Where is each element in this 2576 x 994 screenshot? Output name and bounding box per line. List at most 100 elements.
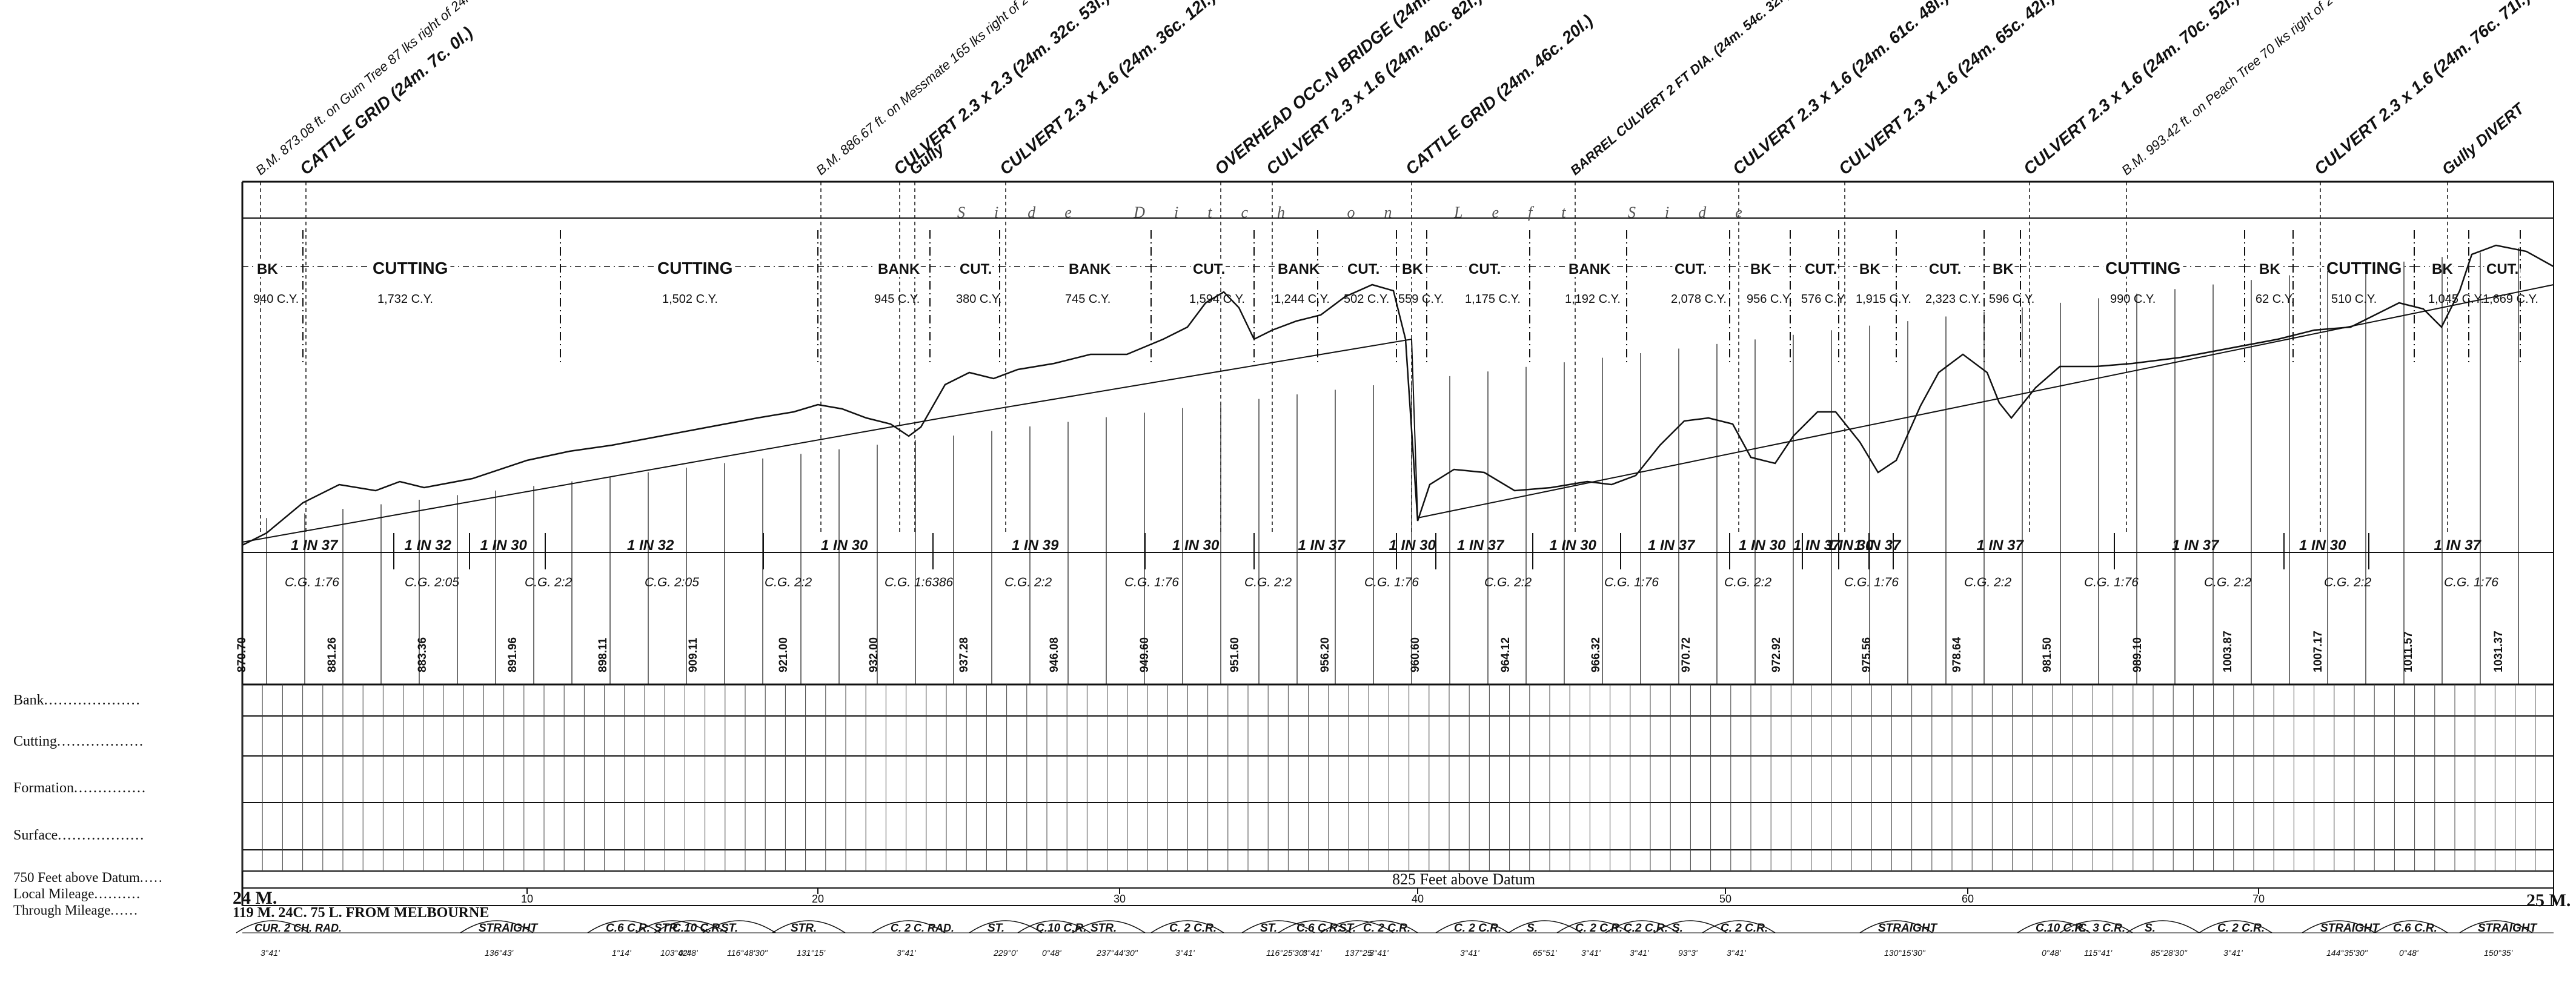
curve-label: S. (1672, 922, 1683, 935)
angle-label: 150°35' (2484, 948, 2514, 958)
curve-arc (2199, 920, 2272, 933)
grade-label: 1 IN 30 (480, 537, 528, 554)
earthwork-type: BANK (1569, 261, 1611, 277)
angle-label: 93°3' (1678, 948, 1698, 958)
local-mileage-number: 20 (812, 893, 824, 905)
compensated-grade: C.G. 2:05 (645, 575, 699, 589)
earthwork-type-bg: BANK (1069, 261, 1111, 277)
curve-arc (2126, 920, 2200, 933)
curve-label: S. (2145, 922, 2156, 935)
curve-label: C. 2 C.R. (1169, 922, 1217, 935)
feature-label: CATTLE GRID (24m. 7c. 0l.) (296, 23, 476, 178)
row-label-cutting: Cutting.................. (13, 734, 145, 749)
grade-label: 1 IN 37 (1854, 537, 1902, 554)
earthwork-type: BANK (1278, 261, 1320, 277)
curve-label: ST. (721, 922, 738, 935)
compensated-grade: C.G. 1:76 (1844, 575, 1899, 589)
compensated-grade: C.G. 2:05 (405, 575, 459, 589)
curve-arc (702, 920, 776, 933)
angle-label: 85°28'30" (2151, 948, 2188, 958)
angle-label: 3°41' (1727, 948, 1747, 958)
curve-arc (1859, 920, 1933, 933)
curve-arc (772, 920, 846, 933)
compensated-grade: C.G. 1:76 (1604, 575, 1659, 589)
earthwork-volume: 745 C.Y. (1065, 293, 1110, 306)
compensated-grade: C.G. 2:2 (1484, 575, 1532, 589)
feature-label: Gully DIVERT (2438, 99, 2529, 179)
earthwork-type: BANK (878, 261, 920, 277)
compensated-grade: C.G. 1:76 (1364, 575, 1419, 589)
formation-level: 989.10 (2131, 637, 2144, 672)
earthwork-type-bg: BK (2259, 261, 2280, 277)
earthwork-volume: 1,244 C.Y. (1274, 293, 1330, 306)
curve-label: STRAIGHT (2320, 922, 2380, 935)
formation-level: 883.36 (416, 637, 429, 672)
end-mile-label: 25 M. (2526, 890, 2571, 910)
curve-arc (1556, 920, 1630, 933)
curve-arc (1150, 920, 1224, 933)
grade-label: 1 IN 30 (2299, 537, 2346, 554)
earthwork-type-bg: BK (1402, 261, 1423, 277)
earthwork-type: CUT. (1929, 261, 1961, 277)
compensated-grade: C.G. 2:2 (2204, 575, 2252, 589)
grade-label: 1 IN 37 (1977, 537, 2025, 554)
formation-level: 975.56 (1861, 637, 1873, 672)
curve-arc (1344, 920, 1418, 933)
earthwork-volume: 1,502 C.Y. (662, 293, 718, 306)
earthwork-type: CUTTING (373, 259, 448, 277)
earthwork-volume: 510 C.Y. (2331, 293, 2377, 306)
formation-level: 909.11 (687, 638, 700, 672)
feature-label: B.M. 886.67 ft. on Messmate 165 lks righ… (813, 0, 1089, 178)
earthwork-type: CUTTING (657, 259, 732, 277)
compensated-grade: C.G. 1:76 (285, 575, 339, 589)
curve-arc (2017, 920, 2091, 933)
earthwork-type-bg: BK (2432, 261, 2453, 277)
curve-label: CUR. 2 CH. RAD. (254, 922, 342, 934)
local-mileage-number: 50 (1719, 893, 1731, 905)
earthwork-volume: 1,732 C.Y. (377, 293, 433, 306)
compensated-grade: C.G. 1:76 (2444, 575, 2498, 589)
grade-label: 1 IN 32 (627, 537, 674, 554)
grade-label: 1 IN 30 (821, 537, 868, 554)
angle-label: 103°42' (660, 948, 690, 958)
grade-label: 1 IN 37 (291, 537, 339, 554)
local-mileage-number: 40 (1412, 893, 1424, 905)
start-through-label: 119 M. 24C. 75 L. FROM MELBOURNE (233, 905, 490, 921)
curve-arc (2459, 920, 2533, 933)
earthwork-type-bg: CUT. (1805, 261, 1837, 277)
earthwork-type: BK (1859, 261, 1881, 277)
curve-label: C.6 C.R. (1296, 922, 1341, 935)
curve-arc (636, 920, 709, 933)
earthwork-type-bg: BANK (1278, 261, 1320, 277)
curve-label: C. 2 C.R. (1454, 922, 1501, 935)
earthwork-type-bg: BK (1750, 261, 1771, 277)
grade-label: 1 IN 37 (2172, 537, 2220, 554)
curve-arc (1320, 920, 1394, 933)
curve-arc (1278, 920, 1352, 933)
angle-label: 144°35'30" (2326, 948, 2368, 958)
curve-arc (872, 920, 946, 933)
compensated-grade: C.G. 2:2 (525, 575, 573, 589)
angle-label: 136°43' (485, 948, 514, 958)
feature-label: CULVERT 2.3 x 1.6 (24m. 61c. 48l.) (1729, 0, 1952, 179)
local-mileage-number: 70 (2252, 893, 2265, 905)
curve-label: STR. (654, 922, 680, 935)
curve-label: C. 2 C.R. (1575, 922, 1622, 935)
feature-label: CULVERT 2.3 x 1.6 (24m. 65c. 42l.) (1835, 0, 2058, 179)
curve-label: C. 2 C.R. (1363, 922, 1410, 935)
earthwork-type: CUT. (1469, 261, 1501, 277)
earthwork-type-bg: BK (1859, 261, 1881, 277)
earthwork-type: BK (2432, 261, 2453, 277)
earthwork-type-bg: CUTTING (657, 259, 732, 277)
local-mileage-number: 30 (1114, 893, 1126, 905)
formation-line (242, 284, 2554, 543)
angle-label: 3°41' (1369, 948, 1389, 958)
compensated-grade: C.G. 2:2 (1724, 575, 1772, 589)
row-label-through-mileage: Through Mileage...... (13, 903, 139, 918)
formation-level: 946.08 (1048, 637, 1061, 672)
formation-level: 951.60 (1229, 637, 1241, 672)
compensated-grade: C.G. 1:76 (2084, 575, 2139, 589)
formation-level: 870.70 (236, 637, 248, 672)
